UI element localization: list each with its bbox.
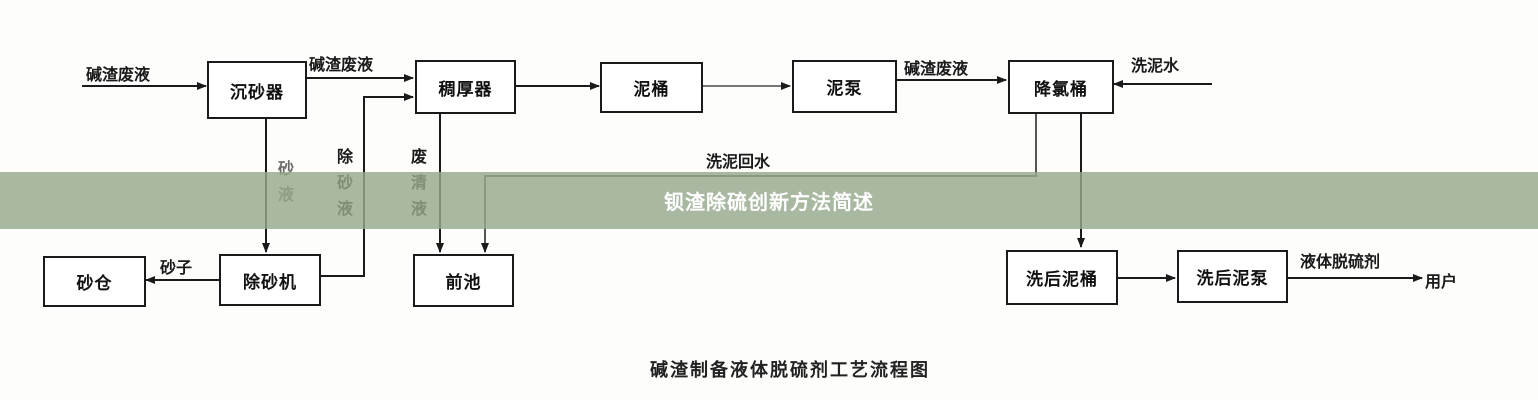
node-sand-settler: 沉砂器 — [207, 61, 307, 119]
label-user: 用户 — [1425, 272, 1458, 291]
label-sand-out: 砂子 — [160, 258, 193, 277]
label-pump-to-dechlor: 碱渣废液 — [904, 59, 969, 78]
diagram-caption: 碱渣制备液体脱硫剂工艺流程图 — [650, 360, 930, 381]
banner-title: 钡渣除硫创新方法简述 — [664, 190, 874, 214]
node-dechlorination-bucket: 降氯桶 — [1008, 60, 1114, 114]
node-front-pool: 前池 — [413, 254, 514, 307]
label-product: 液体脱硫剂 — [1300, 252, 1381, 271]
node-desander: 除砂机 — [219, 254, 321, 306]
label-wash-return-water: 洗泥回水 — [706, 152, 771, 171]
label-settler-to-thickener: 碱渣废液 — [309, 55, 374, 74]
label-wash-water: 洗泥水 — [1131, 56, 1180, 75]
title-banner: 钡渣除硫创新方法简述 — [0, 172, 1538, 229]
node-sand-bin: 砂仓 — [43, 256, 146, 307]
node-mud-bucket: 泥桶 — [600, 62, 703, 113]
label-input-waste-liquid: 碱渣废液 — [86, 65, 151, 84]
node-washed-mud-pump: 洗后泥泵 — [1177, 250, 1288, 303]
node-mud-pump: 泥泵 — [792, 60, 897, 113]
node-washed-mud-bucket: 洗后泥桶 — [1006, 250, 1118, 305]
node-thickener: 稠厚器 — [415, 60, 516, 114]
